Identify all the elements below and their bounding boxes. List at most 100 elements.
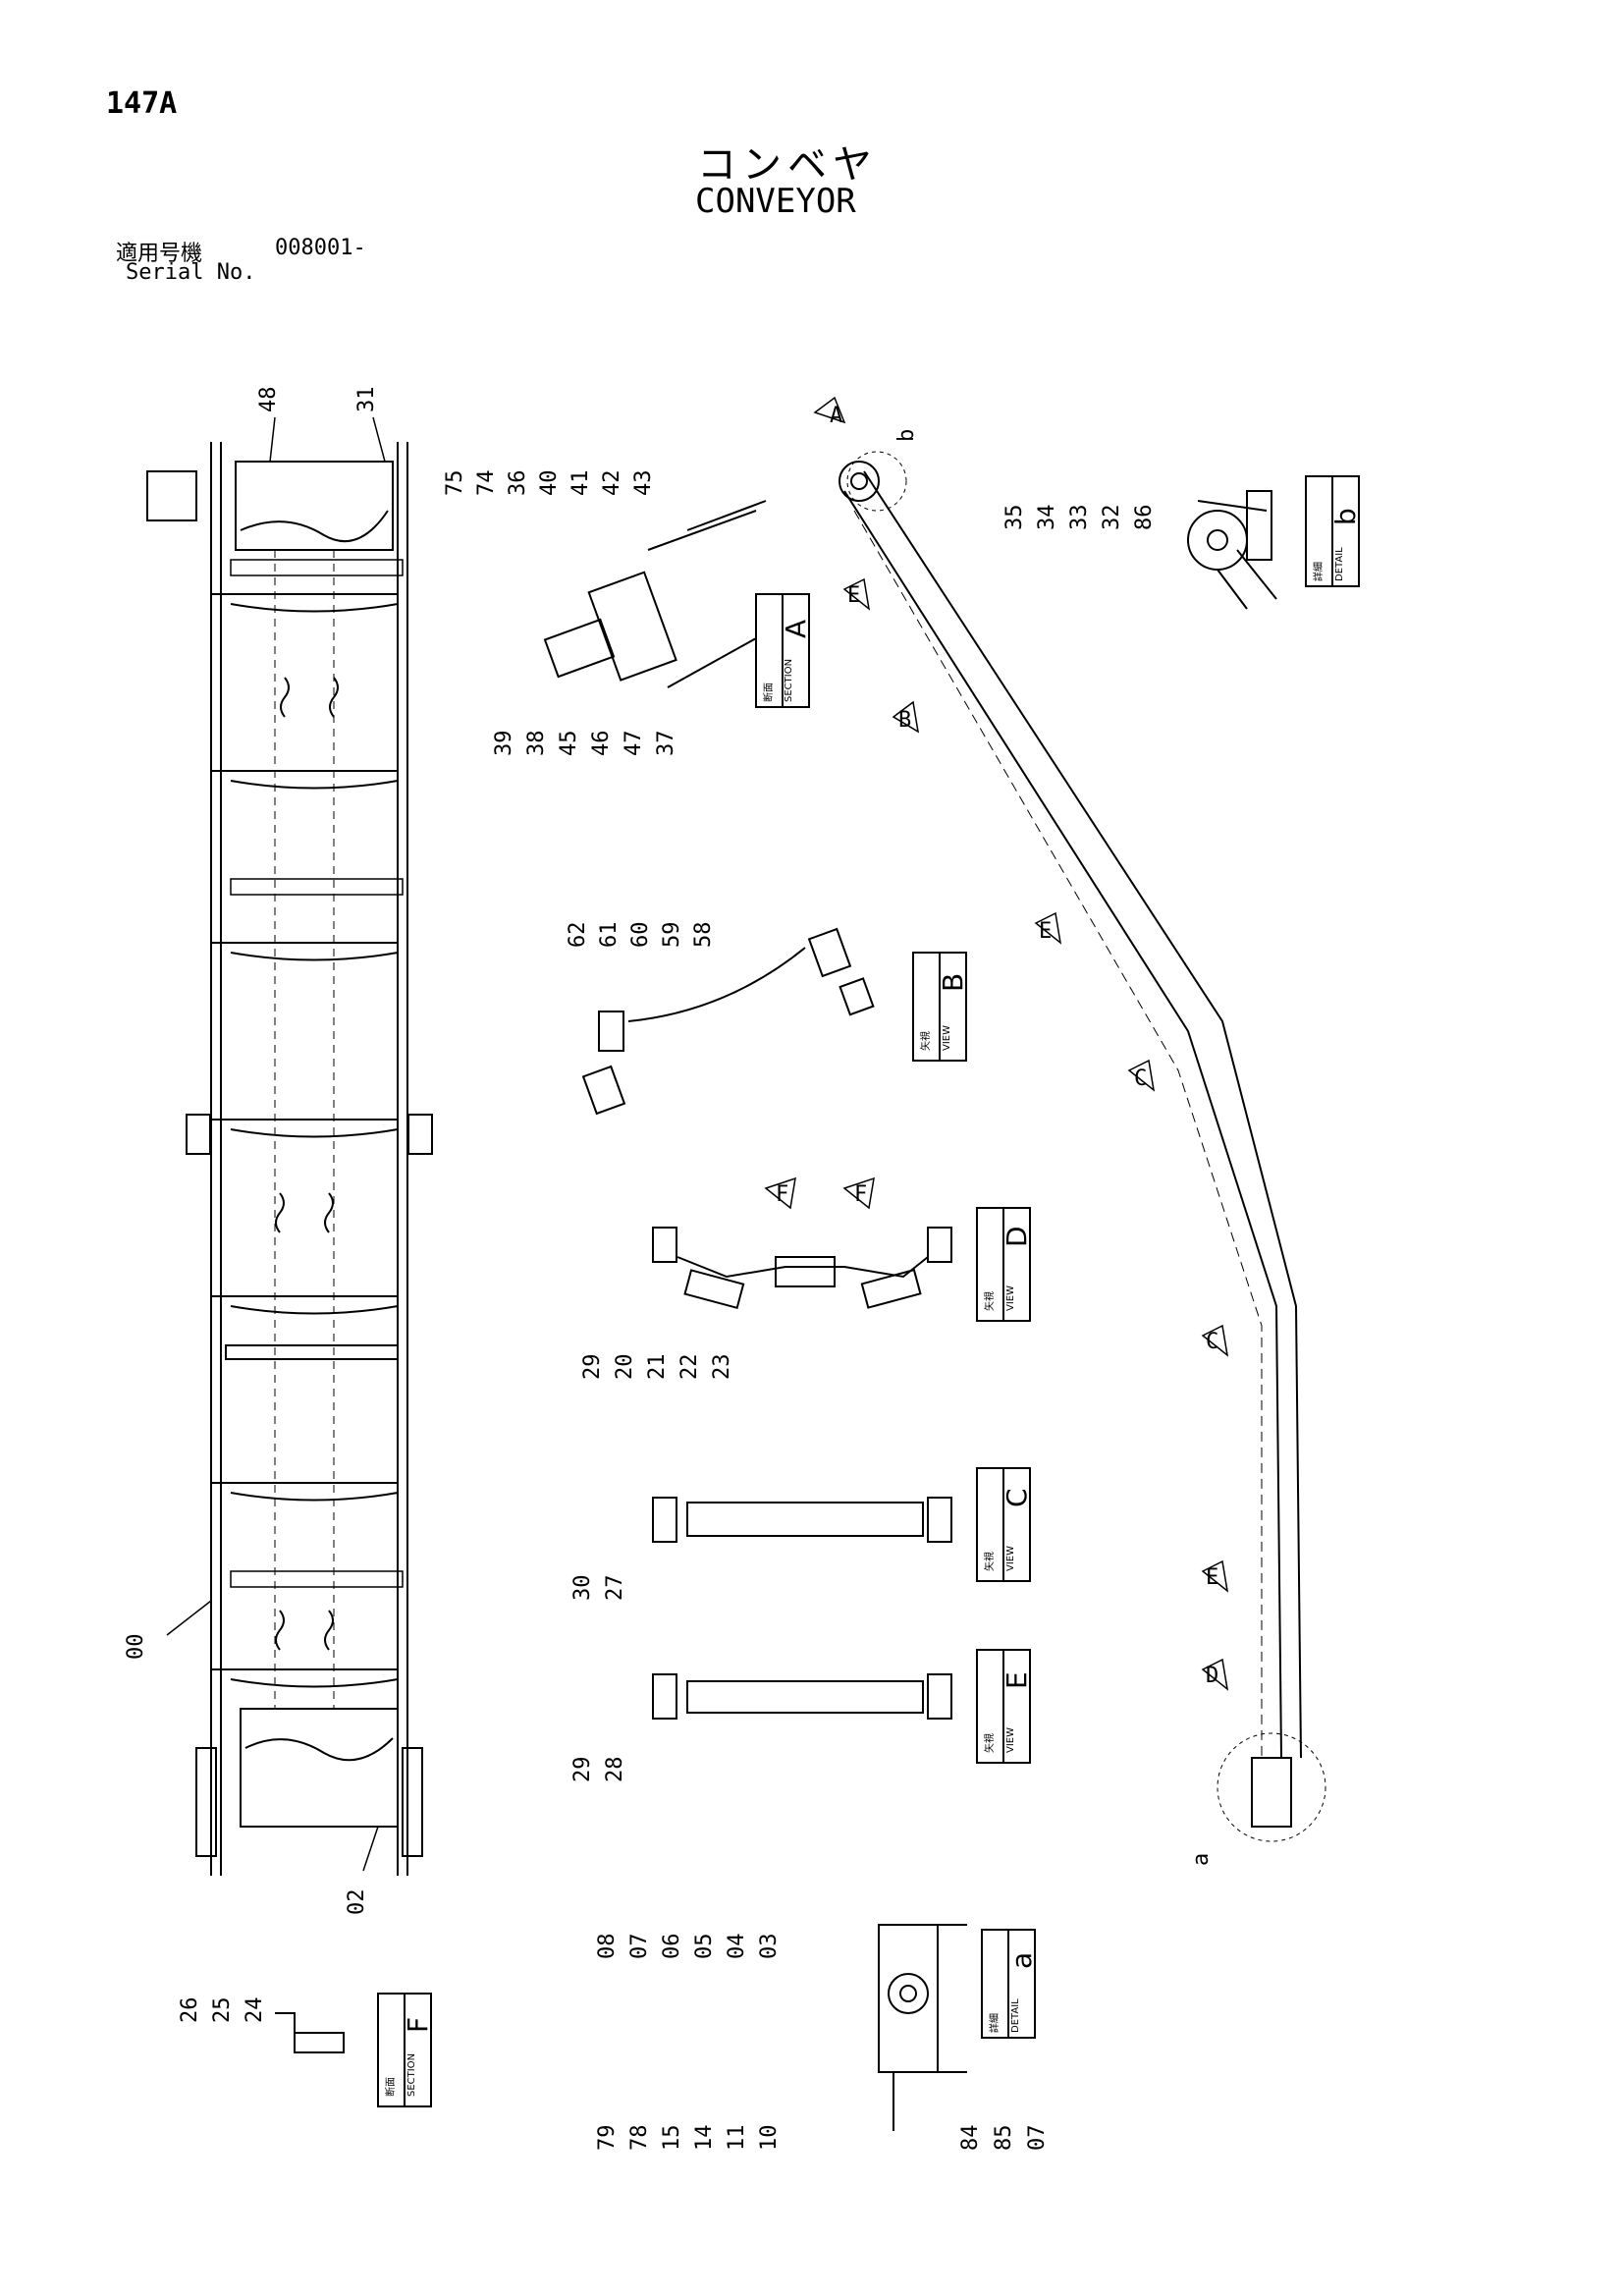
callout-detb-1: 34 bbox=[1035, 505, 1059, 531]
view-c-box: C 矢視 VIEW bbox=[976, 1467, 1033, 1582]
view-arrow-e1: E bbox=[847, 583, 860, 608]
page-title: CONVEYOR bbox=[695, 182, 856, 221]
callout-viewD-2: 21 bbox=[645, 1354, 670, 1381]
svg-text:C: C bbox=[1001, 1488, 1033, 1507]
conveyor-plan-view bbox=[146, 416, 433, 1876]
view-arrow-c2: C bbox=[1206, 1330, 1218, 1354]
svg-text:VIEW: VIEW bbox=[1005, 1285, 1016, 1311]
label-48: 48 bbox=[256, 387, 281, 413]
callout-secA_bot-5: 37 bbox=[654, 731, 678, 757]
svg-text:VIEW: VIEW bbox=[1005, 1727, 1016, 1753]
view-arrow-b: B bbox=[898, 708, 911, 733]
label-02: 02 bbox=[345, 1889, 369, 1916]
serial-label-jp: 適用号機 bbox=[116, 242, 203, 266]
callout-deta_bot-4: 11 bbox=[725, 2125, 749, 2152]
callout-deta_top-1: 07 bbox=[627, 1934, 652, 1960]
label-a: a bbox=[1189, 1853, 1214, 1866]
label-00: 00 bbox=[124, 1634, 148, 1661]
callout-viewE-1: 28 bbox=[603, 1757, 627, 1783]
conveyor-side-view bbox=[839, 451, 1326, 1842]
callout-secF-1: 25 bbox=[210, 1997, 235, 2024]
view-arrow-e2: E bbox=[1039, 919, 1052, 944]
view-arrow-f1: F bbox=[776, 1182, 788, 1207]
callout-deta_top-0: 08 bbox=[595, 1934, 620, 1960]
callout-secA_top-1: 74 bbox=[474, 470, 499, 497]
callout-deta_bot-0: 79 bbox=[595, 2125, 620, 2152]
callout-secA_top-6: 43 bbox=[631, 470, 656, 497]
callout-deta_right-2: 07 bbox=[1025, 2125, 1050, 2152]
section-a-letter: A bbox=[780, 620, 812, 638]
callout-viewC-1: 27 bbox=[603, 1575, 627, 1602]
callout-secA_top-4: 41 bbox=[568, 470, 593, 497]
view-arrows bbox=[764, 396, 1229, 1691]
section-a-drawing bbox=[543, 500, 767, 688]
view-d-box: D 矢視 VIEW bbox=[976, 1207, 1033, 1322]
section-a-jp: 断面 bbox=[762, 683, 775, 702]
svg-text:矢視: 矢視 bbox=[919, 1031, 932, 1051]
callout-deta_bot-2: 15 bbox=[660, 2125, 684, 2152]
view-arrow-f2: F bbox=[854, 1182, 867, 1207]
svg-text:矢視: 矢視 bbox=[983, 1552, 996, 1571]
callout-secA_top-5: 42 bbox=[600, 470, 624, 497]
callout-deta_right-0: 84 bbox=[958, 2125, 983, 2152]
section-a-en: SECTION bbox=[784, 659, 794, 702]
svg-text:VIEW: VIEW bbox=[942, 1025, 952, 1051]
callout-deta_bot-5: 10 bbox=[757, 2125, 782, 2152]
svg-text:DETAIL: DETAIL bbox=[1334, 547, 1345, 581]
view-b-box: B 矢視 VIEW bbox=[912, 952, 969, 1062]
callout-viewD-3: 22 bbox=[677, 1354, 702, 1381]
svg-text:D: D bbox=[1001, 1226, 1033, 1247]
label-b: b bbox=[894, 429, 919, 442]
callout-secA_bot-1: 38 bbox=[524, 731, 549, 757]
callout-viewD-0: 29 bbox=[580, 1354, 605, 1381]
page-code: 147A bbox=[106, 86, 178, 121]
callout-secF-0: 26 bbox=[178, 1997, 202, 2024]
svg-text:E: E bbox=[1001, 1671, 1033, 1689]
callout-secA_bot-3: 46 bbox=[589, 731, 614, 757]
view-b-drawing bbox=[581, 927, 875, 1116]
callout-deta_right-1: 85 bbox=[992, 2125, 1016, 2152]
svg-text:詳細: 詳細 bbox=[1312, 562, 1325, 581]
detail-b-drawing bbox=[1187, 490, 1277, 610]
view-c-drawing bbox=[652, 1497, 952, 1543]
callout-viewE-0: 29 bbox=[570, 1757, 595, 1783]
callout-detb-2: 33 bbox=[1067, 505, 1092, 531]
callout-detb-3: 32 bbox=[1100, 505, 1124, 531]
svg-text:DETAIL: DETAIL bbox=[1010, 1998, 1021, 2033]
section-a-box: A 断面 SECTION bbox=[755, 593, 812, 708]
callout-viewD-4: 23 bbox=[710, 1354, 734, 1381]
serial-value: 008001- bbox=[275, 236, 366, 260]
page-title-jp: コンベヤ bbox=[697, 142, 878, 188]
callout-viewB-0: 62 bbox=[566, 922, 590, 949]
callout-detb-4: 86 bbox=[1132, 505, 1157, 531]
view-arrow-c1: C bbox=[1134, 1066, 1147, 1091]
svg-text:矢視: 矢視 bbox=[983, 1291, 996, 1311]
section-f-drawing bbox=[275, 2012, 345, 2053]
callout-viewB-1: 61 bbox=[597, 922, 622, 949]
view-e-drawing bbox=[652, 1673, 952, 1720]
callout-viewB-2: 60 bbox=[628, 922, 653, 949]
detail-a-box: a 詳細 DETAIL bbox=[981, 1929, 1038, 2039]
callout-viewC-0: 30 bbox=[570, 1575, 595, 1602]
callout-deta_top-3: 05 bbox=[692, 1934, 717, 1960]
svg-text:詳細: 詳細 bbox=[988, 2013, 1001, 2033]
svg-text:VIEW: VIEW bbox=[1005, 1546, 1016, 1571]
callout-secA_bot-4: 47 bbox=[622, 731, 646, 757]
section-f-box: F 断面 SECTION bbox=[377, 1993, 434, 2107]
label-31: 31 bbox=[354, 387, 379, 413]
view-arrow-e3: E bbox=[1206, 1565, 1218, 1590]
callout-viewB-4: 58 bbox=[691, 922, 716, 949]
detail-b-box: b 詳細 DETAIL bbox=[1305, 475, 1362, 587]
detail-a-drawing bbox=[878, 1924, 967, 2131]
svg-text:F: F bbox=[402, 2017, 434, 2033]
callout-secA_top-2: 36 bbox=[506, 470, 530, 497]
callout-viewB-3: 59 bbox=[660, 922, 684, 949]
callout-deta_top-2: 06 bbox=[660, 1934, 684, 1960]
svg-text:SECTION: SECTION bbox=[406, 2053, 417, 2097]
svg-text:矢視: 矢視 bbox=[983, 1733, 996, 1753]
callout-deta_bot-3: 14 bbox=[692, 2125, 717, 2152]
view-arrow-d: D bbox=[1206, 1664, 1218, 1688]
callout-secA_bot-2: 45 bbox=[557, 731, 581, 757]
